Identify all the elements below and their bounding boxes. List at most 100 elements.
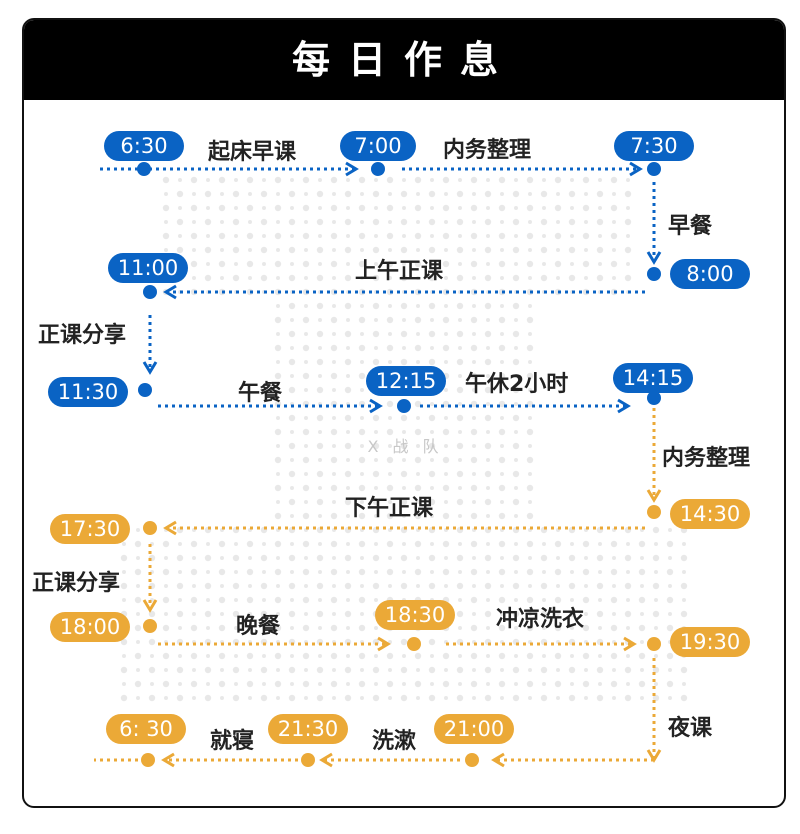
bg-dot	[542, 234, 546, 238]
bg-dot	[192, 556, 196, 560]
bg-dot	[372, 470, 380, 478]
bg-dot	[428, 414, 436, 422]
bg-dot	[274, 568, 282, 576]
bg-dot	[330, 540, 338, 548]
activity-share-am: 正课分享	[38, 323, 127, 348]
bg-dot	[192, 696, 196, 700]
bg-dot	[248, 276, 252, 280]
bg-dot	[514, 458, 518, 462]
bg-dot	[486, 458, 490, 462]
bg-dot	[514, 178, 518, 182]
bg-dot	[388, 696, 392, 700]
bg-dot	[120, 582, 128, 590]
bg-dot	[556, 696, 560, 700]
bg-dot	[568, 610, 576, 618]
node-1800	[143, 619, 157, 633]
bg-dot	[274, 428, 282, 436]
bg-dot	[400, 470, 408, 478]
bg-dot	[668, 612, 672, 616]
bg-dot	[344, 498, 352, 506]
bg-dot	[134, 652, 142, 660]
bg-dot	[416, 220, 420, 224]
time-pill-0700: 7:00	[340, 131, 416, 161]
bg-dot	[682, 570, 686, 574]
bg-dot	[318, 514, 322, 518]
bg-dot	[162, 540, 170, 548]
bg-dot	[414, 400, 422, 408]
bg-dot	[458, 486, 462, 490]
bg-dot	[528, 500, 532, 504]
bg-dot	[610, 624, 618, 632]
bg-dot	[472, 304, 476, 308]
bg-dot	[234, 178, 238, 182]
bg-dot	[512, 498, 520, 506]
bg-dot	[330, 316, 338, 324]
bg-dot	[318, 318, 322, 322]
bg-dot	[274, 540, 282, 548]
bg-dot	[372, 442, 380, 450]
bg-dot	[528, 472, 532, 476]
bg-dot	[386, 316, 394, 324]
bg-dot	[332, 416, 336, 420]
bg-dot	[344, 330, 352, 338]
bg-dot	[360, 332, 364, 336]
bg-dot	[428, 302, 436, 310]
bg-dot	[316, 190, 324, 198]
bg-dot	[526, 680, 534, 688]
bg-dot	[190, 624, 198, 632]
bg-dot	[330, 624, 338, 632]
bg-dot	[260, 274, 268, 282]
bg-dot	[596, 274, 604, 282]
bg-dot	[302, 540, 310, 548]
bg-dot	[414, 568, 422, 576]
bg-dot	[318, 486, 322, 490]
bg-dot	[472, 696, 476, 700]
bg-dot	[164, 192, 168, 196]
bg-dot	[204, 190, 212, 198]
bg-dot	[414, 540, 422, 548]
bg-dot	[386, 232, 394, 240]
bg-dot	[514, 318, 518, 322]
bg-dot	[122, 682, 126, 686]
bg-dot	[414, 204, 422, 212]
bg-dot	[190, 680, 198, 688]
bg-dot	[302, 176, 310, 184]
bg-dot	[486, 514, 490, 518]
bg-dot	[582, 540, 590, 548]
bg-dot	[178, 542, 182, 546]
bg-dot	[290, 318, 294, 322]
bg-dot	[456, 358, 464, 366]
bg-dot	[178, 570, 182, 574]
bg-dot	[526, 316, 534, 324]
node-1215	[397, 399, 411, 413]
bg-dot	[316, 218, 324, 226]
bg-dot	[444, 304, 448, 308]
bg-dot	[358, 456, 366, 464]
bg-dot	[232, 274, 240, 282]
bg-dot	[234, 598, 238, 602]
bg-dot	[584, 584, 588, 588]
bg-dot	[192, 668, 196, 672]
bg-dot	[512, 302, 520, 310]
bg-dot	[556, 276, 560, 280]
bg-dot	[416, 416, 420, 420]
activity-dinner: 晚餐	[236, 614, 281, 639]
bg-dot	[218, 176, 226, 184]
bg-dot	[360, 220, 364, 224]
activity-wake-class: 起床早课	[208, 140, 297, 165]
bg-dot	[402, 430, 406, 434]
bg-dot	[554, 540, 562, 548]
bg-dot	[486, 374, 490, 378]
bg-dot	[512, 330, 520, 338]
bg-dot	[626, 598, 630, 602]
bg-dot	[500, 584, 504, 588]
bg-dot	[206, 570, 210, 574]
arrow-1130-1215-head	[369, 398, 383, 414]
bg-dot	[402, 262, 406, 266]
bg-dot	[344, 470, 352, 478]
bg-dot	[190, 176, 198, 184]
bg-dot	[526, 652, 534, 660]
bg-dot	[220, 192, 224, 196]
bg-dot	[456, 218, 464, 226]
bg-dot	[500, 416, 504, 420]
